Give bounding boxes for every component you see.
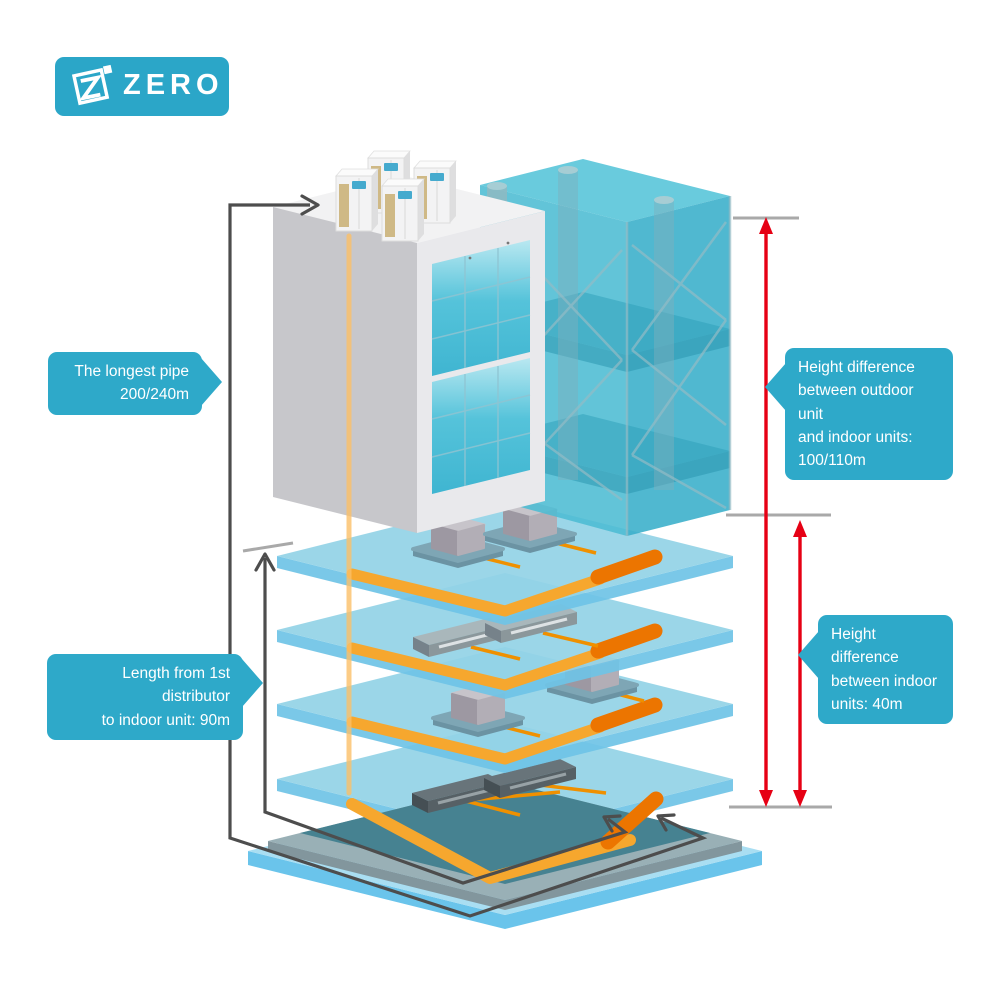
- callout-line: The longest pipe: [74, 363, 189, 380]
- callout-line: to indoor unit: 90m: [101, 711, 230, 729]
- ground-floor: [248, 757, 762, 929]
- callout-longest-pipe: The longest pipe 200/240m: [48, 352, 222, 415]
- floor-pipe: [346, 568, 606, 617]
- zero-logo-text: ZERO: [123, 69, 224, 101]
- outdoor-unit: [335, 168, 379, 232]
- callout-arrow-right: [201, 358, 222, 406]
- tower-roof: [480, 159, 730, 222]
- pipe-route-longest: [228, 194, 708, 918]
- floor-pipe: [346, 642, 606, 691]
- callout-arrow-left: [765, 363, 786, 411]
- window-panel: [431, 358, 531, 494]
- ground-floor-surface: [300, 782, 710, 884]
- arrow-to-outdoor-unit: [300, 194, 320, 216]
- callout-line: Height difference: [798, 359, 915, 376]
- floor-pipe: [346, 716, 606, 765]
- outdoor-unit: [381, 178, 425, 242]
- callout-line: Height difference: [831, 626, 899, 667]
- pipe-route-distributor: [254, 552, 629, 885]
- arrow-to-ground-unit: [656, 813, 676, 832]
- callout-arrow-left: [798, 631, 819, 679]
- window-panel: [431, 240, 531, 376]
- callout-indoor-height: Height difference between indoor units: …: [798, 615, 953, 724]
- arrow-to-ground-unit: [602, 814, 622, 833]
- callout-line: 200/240m: [120, 386, 189, 404]
- callout-line: units: 40m: [831, 695, 903, 713]
- main-refrigerant-pipe: [343, 223, 361, 806]
- callout-distributor-length: Length from 1st distributor to indoor un…: [47, 654, 263, 740]
- height-arrow-outdoor-indoor: [759, 217, 773, 807]
- callout-line: and indoor units:: [798, 428, 913, 446]
- callout-line: 100/110m: [798, 452, 866, 469]
- arrow-to-first-floor: [254, 552, 276, 572]
- callout-line: between outdoor unit: [798, 382, 914, 423]
- callout-line: Length from 1st distributor: [122, 665, 230, 706]
- floor-3: [277, 647, 733, 773]
- callout-arrow-right: [242, 659, 263, 707]
- zero-logo: ZERO: [55, 57, 229, 116]
- callout-outdoor-indoor-height: Height difference between outdoor unit a…: [765, 348, 953, 481]
- zero-logo-icon: [71, 64, 113, 105]
- base-slab-side: [248, 851, 762, 929]
- tick-first-floor: [242, 541, 294, 553]
- floor-2: [277, 573, 733, 699]
- tower-columns: [487, 166, 674, 490]
- callout-line: between indoor: [831, 672, 937, 690]
